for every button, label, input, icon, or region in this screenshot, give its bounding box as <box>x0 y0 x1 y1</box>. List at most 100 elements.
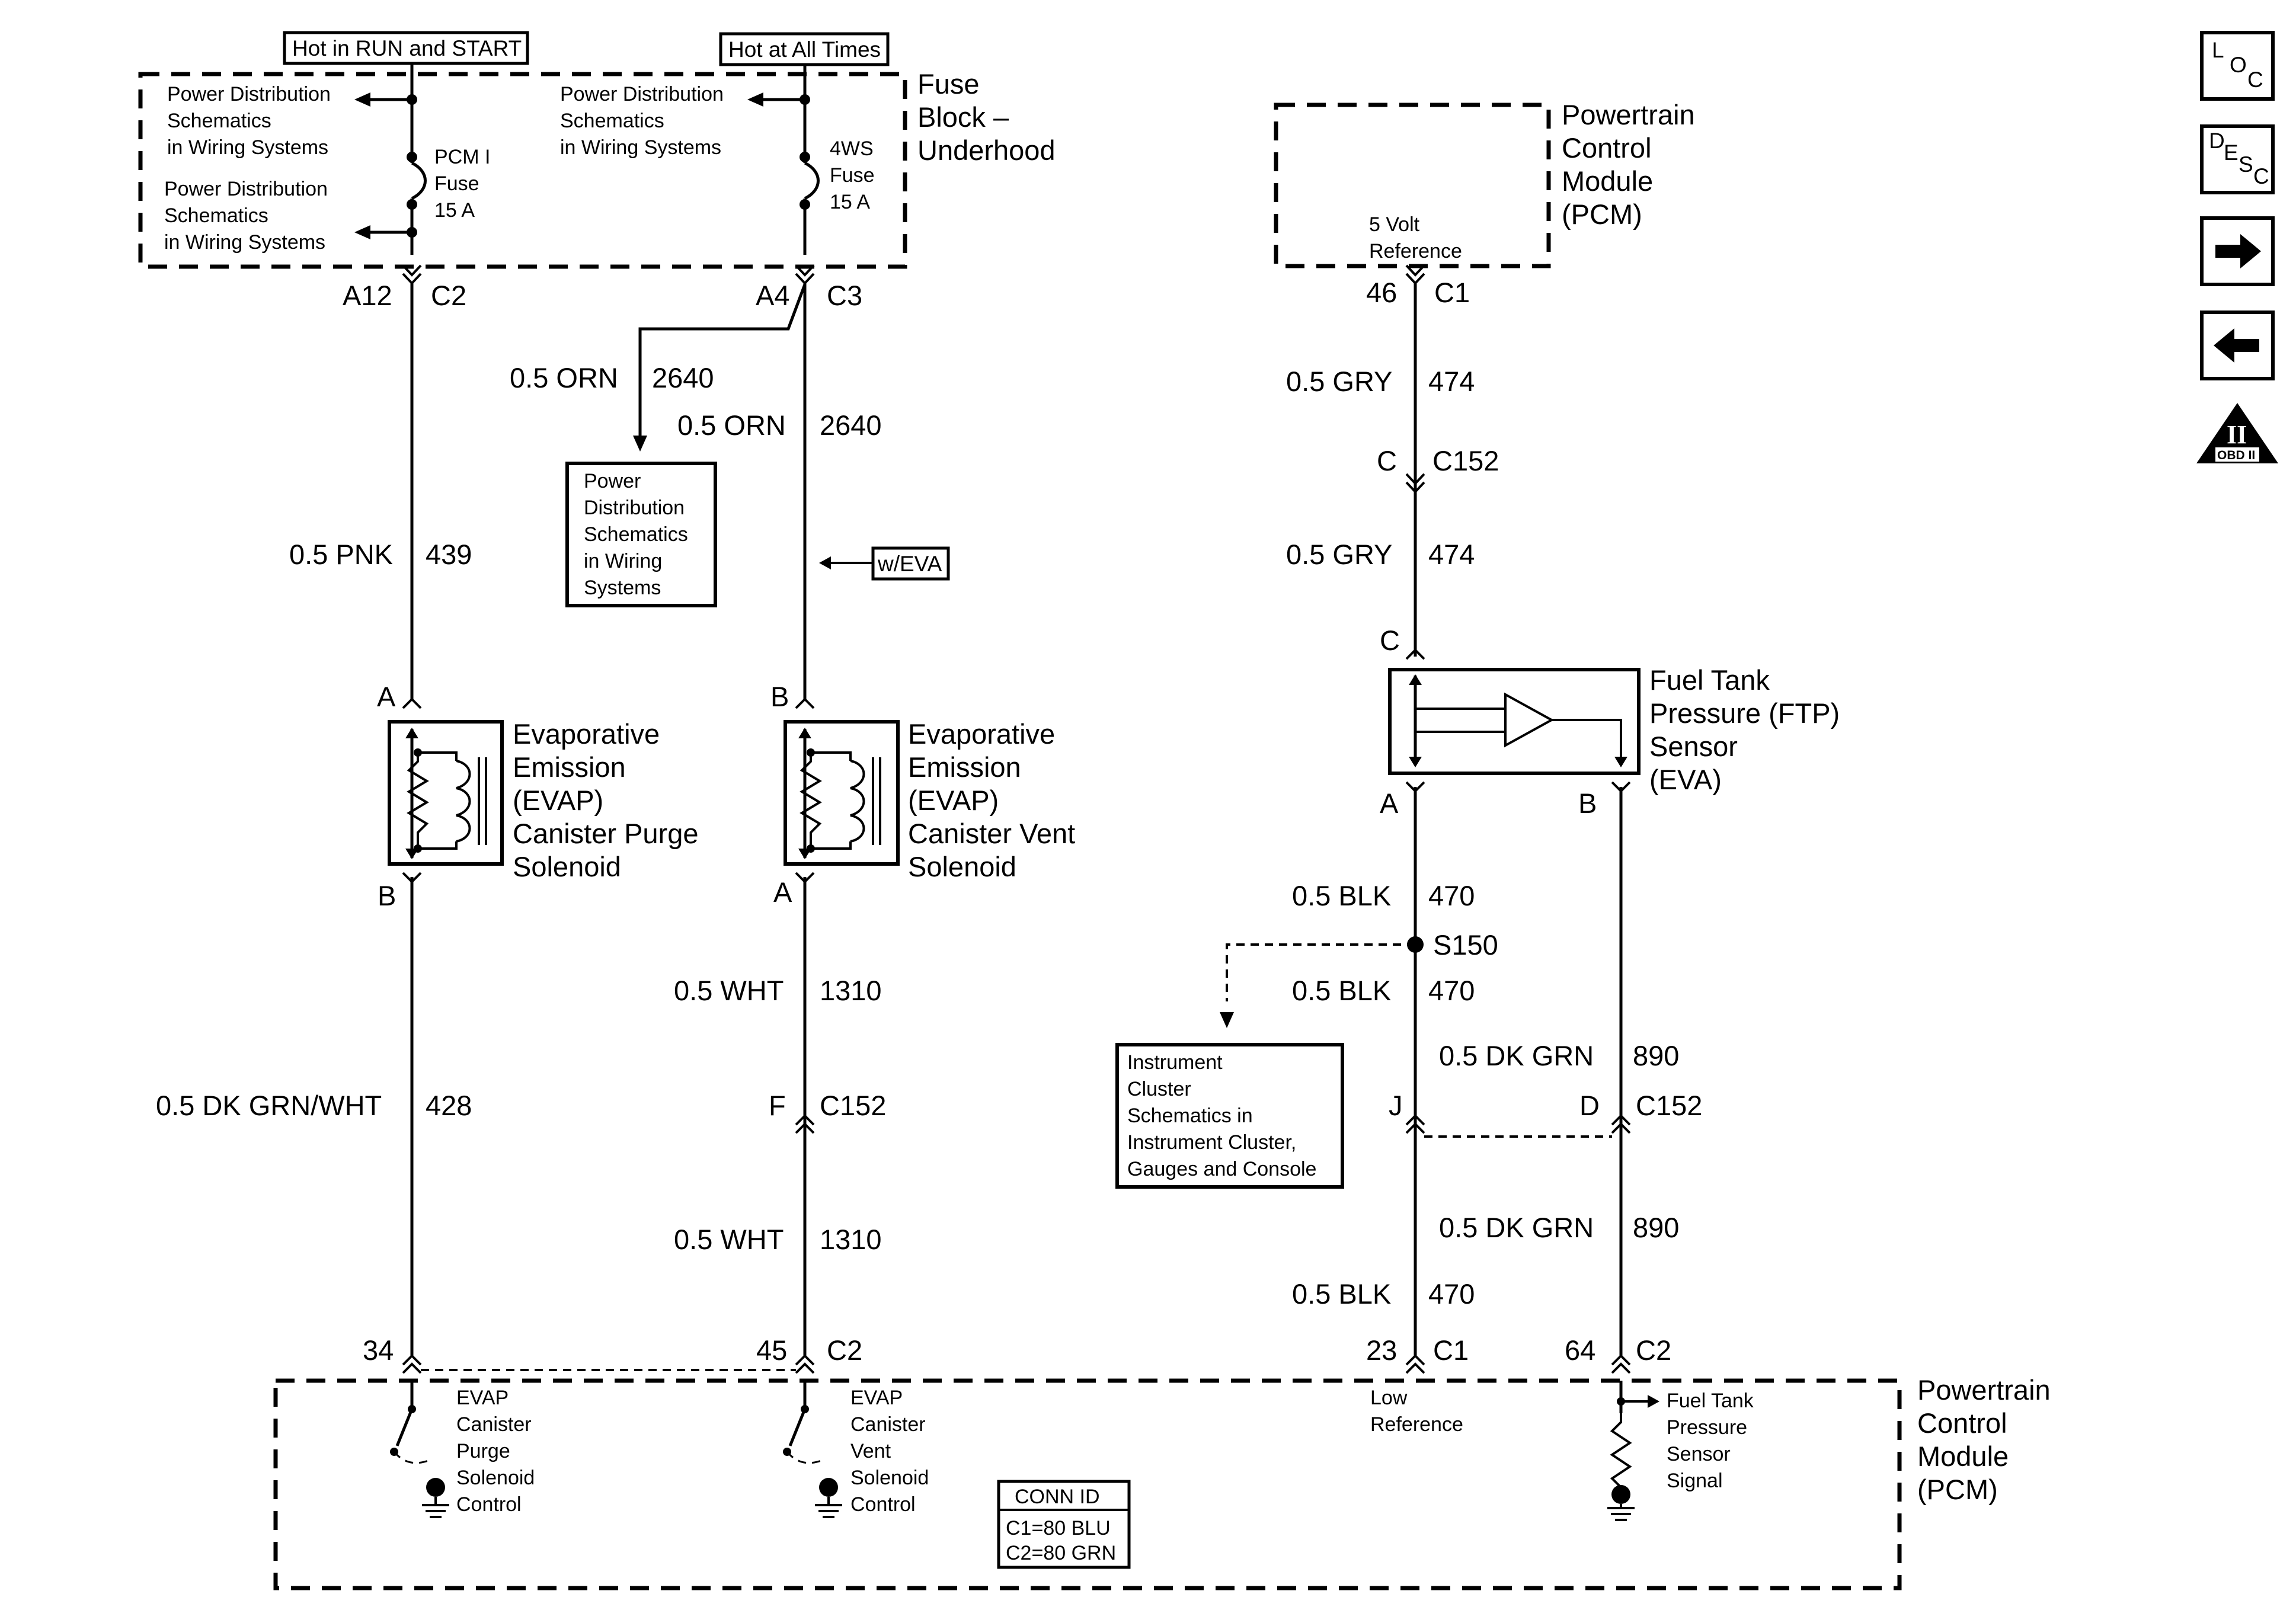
svg-text:Control: Control <box>1917 1407 2007 1439</box>
wire-dkgrnwht-gauge: 0.5 DK GRN/WHT <box>156 1090 382 1121</box>
vent-control-label: EVAP Canister Vent Solenoid Control <box>850 1387 929 1516</box>
wire-gry1-circuit: 474 <box>1428 366 1475 397</box>
svg-text:Gauges and Console: Gauges and Console <box>1127 1158 1316 1180</box>
svg-text:C: C <box>2247 68 2263 92</box>
wire-orn-branch-circuit: 2640 <box>652 362 714 393</box>
connector-c2-fuse: C2 <box>431 280 466 311</box>
pcm-top-title: Powertrain Control Module (PCM) <box>1562 99 1695 230</box>
connector-j: J <box>1389 1090 1403 1121</box>
svg-text:Control: Control <box>1562 132 1652 164</box>
svg-text:OBD II: OBD II <box>2217 449 2255 462</box>
svg-text:C2=80 GRN: C2=80 GRN <box>1006 1542 1116 1564</box>
svg-text:Pressure (FTP): Pressure (FTP) <box>1649 697 1840 729</box>
svg-text:Instrument Cluster,: Instrument Cluster, <box>1127 1131 1296 1154</box>
svg-text:(EVAP): (EVAP) <box>513 785 603 816</box>
wire-dkgrn1-gauge: 0.5 DK GRN <box>1439 1040 1594 1071</box>
description-button[interactable]: D E S C <box>2200 124 2275 194</box>
svg-text:Hot at All Times: Hot at All Times <box>728 37 881 62</box>
svg-text:EVAP: EVAP <box>456 1387 509 1409</box>
fuse-block-title-l1: Fuse <box>917 68 980 100</box>
connector-c1-bottom: C1 <box>1433 1334 1469 1366</box>
svg-text:Canister: Canister <box>456 1413 532 1436</box>
wire-wht1-gauge: 0.5 WHT <box>674 975 784 1006</box>
svg-text:Schematics: Schematics <box>560 110 664 132</box>
connector-d: D <box>1579 1090 1600 1121</box>
wire-dkgrn2-gauge: 0.5 DK GRN <box>1439 1212 1594 1243</box>
wire-blk1-gauge: 0.5 BLK <box>1292 880 1391 911</box>
ftp-sensor-label: Fuel Tank Pressure (FTP) Sensor (EVA) <box>1649 664 1840 795</box>
svg-text:(EVAP): (EVAP) <box>908 785 999 816</box>
svg-text:Evaporative: Evaporative <box>908 718 1055 750</box>
svg-text:in Wiring Systems: in Wiring Systems <box>167 136 328 159</box>
location-button[interactable]: L O C <box>2200 31 2275 101</box>
4ws-fuse-label: 4WS Fuse 15 A <box>830 137 875 213</box>
hot-all-times-label: Hot at All Times <box>719 32 890 66</box>
vent-solenoid-label: Evaporative Emission (EVAP) Canister Ven… <box>908 718 1075 882</box>
wire-blk1-circuit: 470 <box>1428 880 1475 911</box>
evap-vent-solenoid <box>784 720 900 866</box>
connector-64: 64 <box>1565 1334 1595 1366</box>
w-eva-option-label: w/EVA <box>871 546 950 581</box>
wire-wht1-circuit: 1310 <box>820 975 882 1006</box>
obd-ii-button[interactable]: II OBD II <box>2196 403 2278 463</box>
connector-a12: A12 <box>343 280 392 311</box>
svg-text:D: D <box>2209 129 2225 153</box>
svg-text:Control: Control <box>850 1493 916 1516</box>
wire-wht2-gauge: 0.5 WHT <box>674 1224 784 1255</box>
next-page-button[interactable] <box>2200 216 2275 286</box>
purge-solenoid-label: Evaporative Emission (EVAP) Canister Pur… <box>513 718 699 882</box>
svg-text:Power: Power <box>584 470 641 492</box>
svg-text:w/EVA: w/EVA <box>877 552 942 576</box>
arrow-left-icon <box>2214 328 2259 363</box>
svg-text:Hot in RUN and START: Hot in RUN and START <box>292 36 522 60</box>
svg-text:Power Distribution: Power Distribution <box>560 83 724 105</box>
svg-text:15 A: 15 A <box>830 191 870 213</box>
wire-blk2-gauge: 0.5 BLK <box>1292 975 1391 1006</box>
svg-text:(EVA): (EVA) <box>1649 764 1722 795</box>
svg-text:EVAP: EVAP <box>850 1387 903 1409</box>
connector-45: 45 <box>756 1334 787 1366</box>
pd-ref-a: Power Distribution Schematics in Wiring … <box>167 83 331 159</box>
svg-text:Canister Purge: Canister Purge <box>513 818 699 849</box>
wire-dkgrn1-circuit: 890 <box>1633 1040 1679 1071</box>
svg-text:Fuse: Fuse <box>830 164 875 187</box>
svg-text:Fuel Tank: Fuel Tank <box>1667 1390 1754 1412</box>
svg-text:Power Distribution: Power Distribution <box>164 178 328 200</box>
svg-text:Canister: Canister <box>850 1413 926 1436</box>
wire-orn-circuit: 2640 <box>820 409 882 441</box>
connector-46: 46 <box>1366 277 1397 308</box>
svg-text:Solenoid: Solenoid <box>908 851 1016 882</box>
connector-c: C <box>1377 445 1397 476</box>
svg-text:(PCM): (PCM) <box>1917 1474 1998 1505</box>
purge-pin-b: B <box>378 880 396 911</box>
previous-page-button[interactable] <box>2200 311 2275 380</box>
pcm-bottom-boundary <box>273 1378 1902 1590</box>
instrument-cluster-box: Instrument Cluster Schematics in Instrum… <box>1115 1043 1344 1189</box>
connector-c1-top: C1 <box>1434 277 1470 308</box>
pd-ref-c: Power Distribution Schematics in Wiring … <box>560 83 724 159</box>
ftp-signal-label: Fuel Tank Pressure Sensor Signal <box>1667 1390 1754 1492</box>
svg-text:Powertrain: Powertrain <box>1917 1374 2051 1406</box>
svg-text:Schematics: Schematics <box>584 523 688 546</box>
svg-text:CONN ID: CONN ID <box>1015 1486 1100 1508</box>
ftp-pin-b: B <box>1578 788 1597 819</box>
svg-text:4WS: 4WS <box>830 137 874 160</box>
svg-text:Instrument: Instrument <box>1127 1051 1223 1074</box>
wire-dkgrn2-circuit: 890 <box>1633 1212 1679 1243</box>
svg-text:Solenoid: Solenoid <box>456 1467 535 1489</box>
low-reference-label: Low Reference <box>1370 1387 1463 1436</box>
fuse-block-title-l2: Block – <box>917 101 1009 133</box>
connector-34: 34 <box>363 1334 394 1366</box>
vent-driver-switch <box>783 1381 842 1518</box>
svg-text:Signal: Signal <box>1667 1470 1723 1492</box>
power-distribution-box: Power Distribution Schematics in Wiring … <box>565 462 717 607</box>
svg-text:in Wiring Systems: in Wiring Systems <box>560 136 721 159</box>
wire-blk3-gauge: 0.5 BLK <box>1292 1278 1391 1310</box>
svg-text:Schematics in: Schematics in <box>1127 1105 1253 1127</box>
svg-text:Fuel Tank: Fuel Tank <box>1649 664 1770 696</box>
svg-text:Power Distribution: Power Distribution <box>167 83 331 105</box>
svg-text:Vent: Vent <box>850 1440 891 1462</box>
svg-text:Reference: Reference <box>1370 1413 1463 1436</box>
wire-orn-branch-gauge: 0.5 ORN <box>510 362 618 393</box>
